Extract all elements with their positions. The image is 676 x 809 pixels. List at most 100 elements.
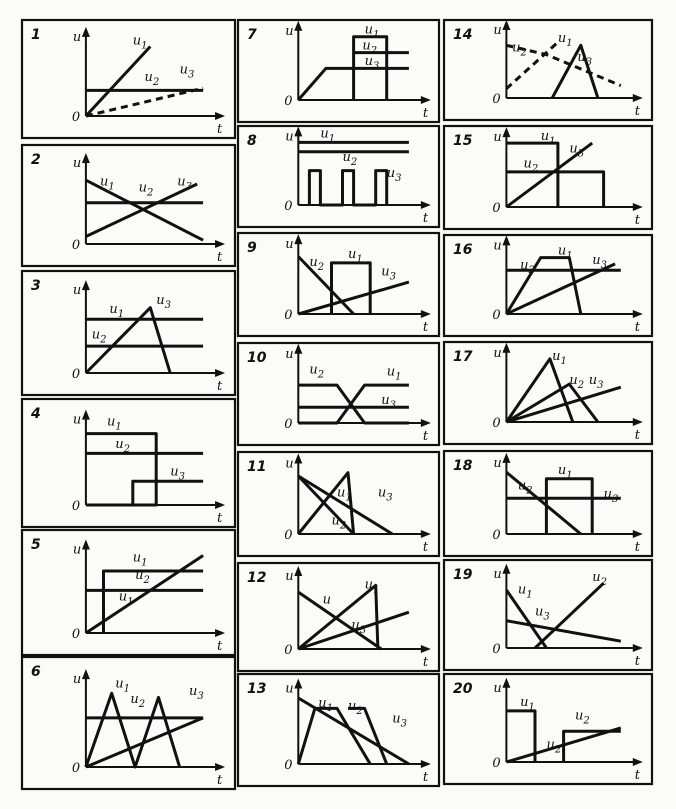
cell-number: 17: [453, 349, 473, 365]
curve-u2: [84, 691, 182, 769]
curve-u: [297, 590, 383, 651]
t-axis-arrow: [215, 369, 226, 377]
curve-u1: [297, 66, 409, 101]
t-axis-arrow: [215, 629, 226, 637]
curve-label: u1: [133, 551, 148, 569]
t-axis-label: t: [217, 773, 223, 788]
t-axis-label: t: [635, 768, 641, 783]
curve-label: u3: [177, 174, 192, 192]
cell-frame: [236, 18, 441, 124]
origin-label: 0: [492, 416, 500, 431]
curve-u1: [297, 583, 380, 651]
origin-label: 0: [284, 643, 292, 658]
curve-label: u2: [139, 180, 154, 198]
cell-frame: [236, 561, 441, 673]
u-axis-arrow: [294, 453, 303, 464]
u-axis-arrow: [294, 678, 303, 689]
curve-u3: [297, 474, 394, 536]
t-axis-arrow: [420, 760, 431, 768]
t-axis-arrow: [420, 419, 431, 427]
cell-number: 6: [31, 664, 41, 680]
u-axis-label: u: [73, 156, 81, 171]
t-axis-label: t: [423, 540, 429, 555]
t-axis-label: t: [423, 770, 429, 785]
curve-label: u3: [378, 486, 393, 504]
curve-label: u1: [119, 589, 134, 607]
origin-label: 0: [72, 367, 80, 382]
u-axis-arrow: [294, 343, 303, 354]
origin-label: 0: [72, 761, 80, 776]
curve-label: u2: [309, 363, 324, 381]
curve-label: u1: [387, 365, 402, 383]
t-axis-label: t: [217, 122, 223, 137]
t-axis-arrow: [632, 644, 643, 652]
curve-label: u: [323, 592, 331, 607]
u-axis-label: u: [73, 672, 81, 687]
curve-u3: [297, 696, 410, 766]
cell-number: 1: [31, 27, 41, 43]
curve-label: u1: [320, 126, 335, 144]
curve-u2: [505, 471, 582, 536]
cell-number: 18: [453, 458, 473, 474]
cell-frame: [236, 124, 441, 229]
u-axis-label: u: [493, 567, 501, 582]
curve-u3: [297, 280, 410, 316]
cell-frame: [442, 124, 654, 231]
cell-number: 19: [453, 567, 473, 583]
t-axis-label: t: [217, 639, 223, 654]
curve-label: u2: [569, 373, 584, 391]
curve-u3: [85, 554, 204, 635]
curve-label: u1: [520, 695, 535, 713]
curve-u2: [352, 35, 389, 100]
t-axis-label: t: [423, 655, 429, 670]
curve-u2: [562, 729, 621, 762]
curve-u2: [533, 582, 605, 650]
origin-label: 0: [284, 528, 292, 543]
cell-frame: [236, 450, 441, 558]
curve-label: u3: [351, 618, 366, 636]
origin-label: 0: [492, 201, 500, 216]
curve-label: u2: [362, 38, 377, 56]
curve-label: u2: [592, 570, 607, 588]
cell-frame: [20, 528, 237, 657]
u-axis-label: u: [285, 457, 293, 472]
curve-label: u2: [115, 437, 130, 455]
u-axis-arrow: [294, 234, 303, 245]
cell-number: 13: [247, 681, 266, 697]
cell-number: 11: [247, 459, 266, 475]
curve-u1: [330, 261, 372, 314]
cell-frame: [20, 397, 237, 529]
origin-label: 0: [492, 756, 500, 771]
curve-u2: [298, 383, 409, 425]
curve-label: u3: [387, 166, 402, 184]
t-axis-label: t: [423, 106, 429, 121]
curve-u1: [505, 589, 548, 649]
u-axis-label: u: [73, 30, 81, 45]
curve-u1: [506, 141, 560, 207]
t-axis-arrow: [632, 418, 643, 426]
origin-label: 0: [284, 417, 292, 432]
t-axis-arrow: [632, 758, 643, 766]
curve-u1: [297, 471, 356, 535]
curve-label: u3: [569, 142, 584, 160]
curve-label: u3: [535, 604, 550, 622]
curve-u3: [505, 262, 616, 316]
curve-label: u3: [365, 54, 380, 72]
cell-number: 10: [247, 350, 267, 366]
t-axis-arrow: [420, 201, 431, 209]
curve-u3: [550, 43, 600, 99]
cell-frame: [442, 18, 654, 122]
t-axis-label: t: [423, 429, 429, 444]
origin-label: 0: [492, 528, 500, 543]
u-axis-label: u: [493, 130, 501, 145]
curve-label: u3: [604, 487, 619, 505]
curve-label: u2: [518, 479, 533, 497]
t-axis-label: t: [635, 654, 641, 669]
curve-label: u2: [92, 327, 107, 345]
